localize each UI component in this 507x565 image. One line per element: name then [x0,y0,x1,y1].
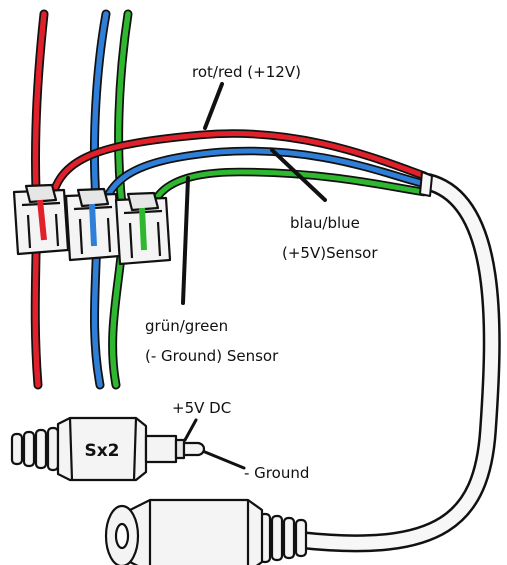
clamp-connectors [12,183,172,266]
leader-red [203,82,224,130]
plug-tip [182,441,206,457]
label-green-line1: grün/green [145,317,228,335]
sx2-plug: Sx2 [10,416,206,482]
jack-socket [104,498,308,565]
leader-blue [270,148,327,202]
leader-green [181,176,190,305]
label-red: rot/red (+12V) [192,63,301,81]
leader-ground [203,450,246,470]
leader-lines [181,82,327,470]
jack-body [128,498,264,565]
white-cable-body [293,175,499,550]
jack-hole [114,522,130,550]
blue-signal-wire [97,148,428,228]
label-plus5v: +5V DC [172,399,231,417]
clamp-connector-red [12,183,70,256]
plug-strain-relief [10,426,60,472]
plug-sleeve [144,434,178,464]
label-ground: - Ground [244,464,309,482]
white-cable [291,173,501,553]
plug-body [56,416,148,482]
jack-strain-relief [258,512,308,564]
plug-badge: Sx2 [84,441,119,461]
cable-end-cap [419,171,433,197]
label-green-line2: (- Ground) Sensor [145,347,279,365]
red-signal-wire [47,131,428,213]
label-blue-line1: blau/blue [290,214,360,232]
plug-ring [174,438,186,460]
label-blue-line2: (+5V)Sensor [282,244,378,262]
clamp-connector-green [114,191,172,266]
labels: rot/red (+12V) blau/blue (+5V)Sensor grü… [145,63,378,482]
white-cable-outline [291,173,501,553]
leader-plus5v [183,418,198,442]
clamp-connector-blue [64,187,122,262]
